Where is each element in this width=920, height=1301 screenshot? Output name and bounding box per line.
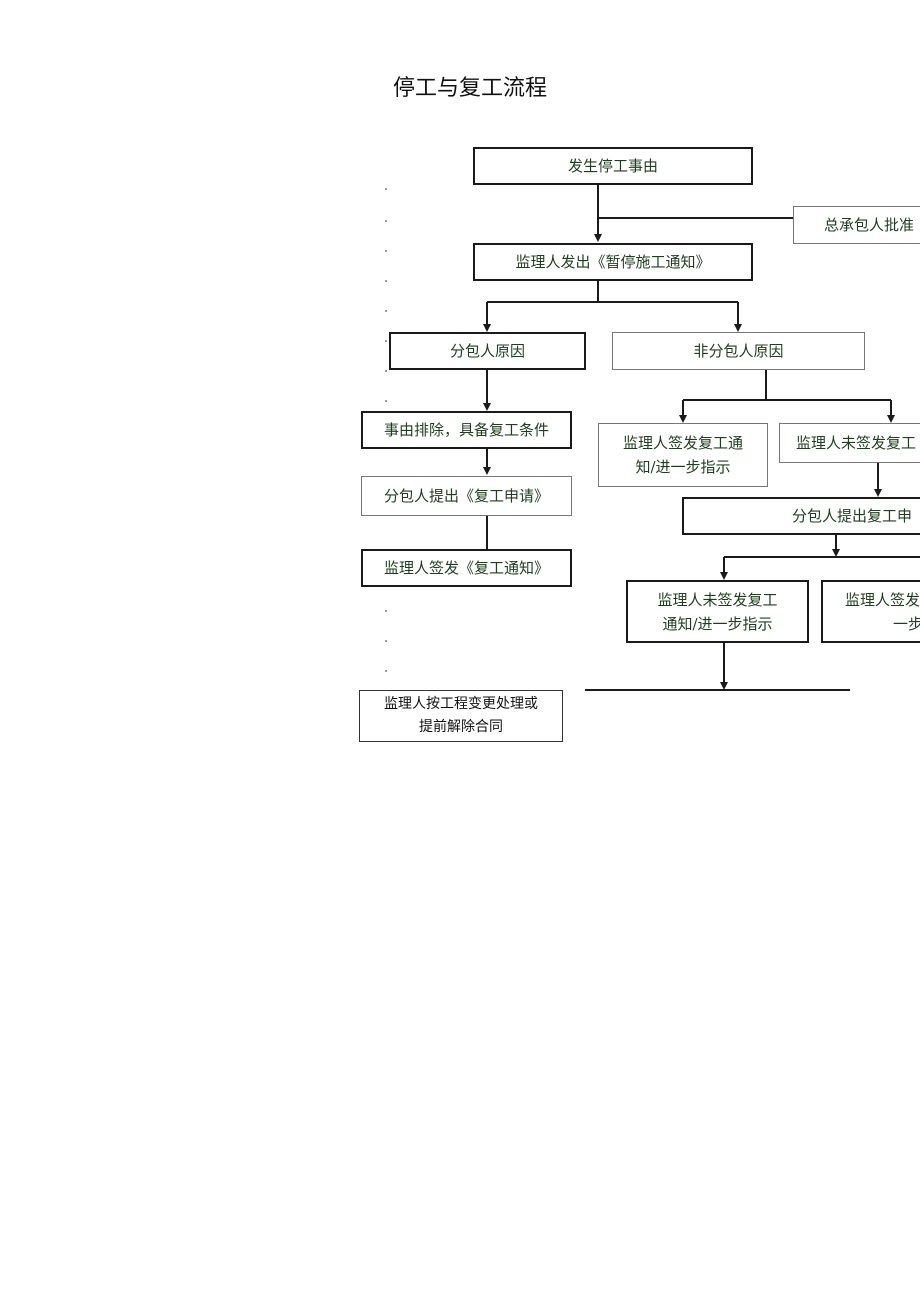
margin-dot: [385, 250, 387, 252]
node-sub-cause: 分包人原因: [389, 332, 586, 370]
node-change-or-terminate-line2: 提前解除合同: [419, 719, 503, 735]
node-not-issue-instruction: 监理人未签发复工 通知/进一步指示: [626, 580, 809, 643]
node-issue-resume-instruction: 监理人签发复工通 知/进一步指示: [598, 423, 768, 487]
node-issue-resume-instruction-line1: 监理人签发复工通: [622, 434, 743, 452]
margin-dot: [385, 370, 387, 372]
node-sub-request-resume-label: 分包人提出复工申: [792, 507, 913, 525]
node-sub-request-label: 分包人提出《复工申请》: [383, 487, 549, 505]
margin-dot: [385, 340, 387, 342]
node-notice-label: 监理人发出《暂停施工通知》: [515, 253, 711, 271]
margin-dot: [385, 610, 387, 612]
node-change-or-terminate: 监理人按工程变更处理或 提前解除合同: [359, 690, 563, 742]
node-approval: 总承包人批准: [793, 206, 920, 244]
node-notice: 监理人发出《暂停施工通知》: [473, 243, 753, 281]
node-issue-resume: 监理人签发《复工通知》: [361, 549, 572, 587]
page-title: 停工与复工流程: [392, 76, 547, 101]
margin-dot: [385, 220, 387, 222]
node-approval-label: 总承包人批准: [824, 216, 915, 234]
node-issue-partial: 监理人签发 一步: [821, 580, 920, 643]
node-issue-resume-label: 监理人签发《复工通知》: [383, 559, 549, 577]
node-not-issue-resume-label: 监理人未签发复工: [796, 434, 917, 452]
node-start-label: 发生停工事由: [567, 157, 658, 175]
node-not-issue-resume: 监理人未签发复工: [779, 423, 920, 463]
node-issue-resume-instruction-line2: 知/进一步指示: [635, 458, 731, 476]
node-not-issue-instruction-line1: 监理人未签发复工: [657, 590, 778, 609]
margin-dot: [385, 188, 387, 190]
node-eliminate: 事由排除，具备复工条件: [361, 411, 572, 449]
node-change-or-terminate-line1: 监理人按工程变更处理或: [384, 696, 538, 712]
node-start: 发生停工事由: [473, 147, 753, 185]
margin-dot: [385, 280, 387, 282]
margin-dot: [385, 400, 387, 402]
node-nonsub-cause: 非分包人原因: [612, 332, 865, 370]
margin-dot: [385, 310, 387, 312]
node-sub-cause-label: 分包人原因: [449, 342, 525, 360]
node-sub-request: 分包人提出《复工申请》: [361, 476, 572, 516]
margin-dot: [385, 670, 387, 672]
node-eliminate-label: 事由排除，具备复工条件: [383, 421, 549, 439]
node-issue-partial-line1: 监理人签发: [845, 590, 920, 609]
margin-dot: [385, 640, 387, 642]
node-nonsub-cause-label: 非分包人原因: [693, 342, 784, 360]
node-issue-partial-line2: 一步: [893, 614, 920, 633]
node-not-issue-instruction-line2: 通知/进一步指示: [662, 614, 773, 633]
node-sub-request-resume: 分包人提出复工申: [682, 497, 920, 535]
